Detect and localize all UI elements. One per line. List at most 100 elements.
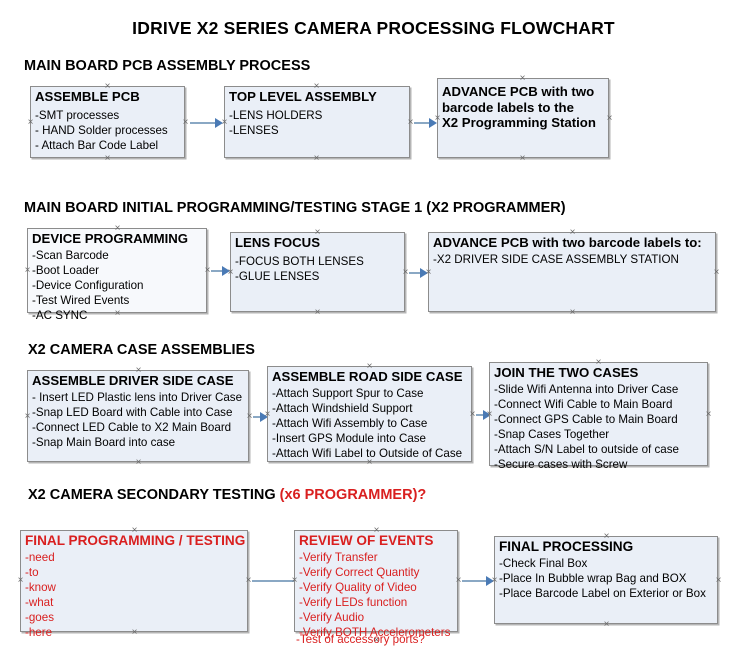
node-line: -goes [25, 611, 55, 625]
connection-handle-icon[interactable]: × [519, 73, 526, 84]
connection-handle-icon[interactable]: × [131, 627, 138, 638]
node-device-programming[interactable]: DEVICE PROGRAMMING -Scan Barcode -Boot L… [27, 228, 207, 322]
connection-handle-icon[interactable]: × [491, 575, 498, 586]
node-line: -FOCUS BOTH LENSES [235, 254, 364, 268]
node-assemble-driver-side-case[interactable]: ASSEMBLE DRIVER SIDE CASE - Insert LED P… [27, 370, 249, 462]
node-title: REVIEW OF EVENTS [299, 533, 434, 548]
node-title: TOP LEVEL ASSEMBLY [229, 89, 377, 104]
connection-handle-icon[interactable]: × [595, 461, 602, 472]
node-line: -GLUE LENSES [235, 269, 320, 283]
connection-handle-icon[interactable]: × [715, 575, 722, 586]
connection-handle-icon[interactable]: × [486, 409, 493, 420]
connection-handle-icon[interactable]: × [227, 267, 234, 278]
connection-handle-icon[interactable]: × [705, 409, 712, 420]
connection-handle-icon[interactable]: × [246, 411, 253, 422]
connector-line [253, 416, 263, 418]
connector-line [211, 270, 225, 272]
node-advance-pcb-stage2[interactable]: ADVANCE PCB with two barcode labels to: … [428, 232, 716, 312]
connection-handle-icon[interactable]: × [434, 113, 441, 124]
node-title: ASSEMBLE DRIVER SIDE CASE [32, 373, 234, 388]
node-line: -Connect GPS Cable to Main Board [494, 412, 678, 426]
node-review-of-events[interactable]: REVIEW OF EVENTS -Verify Transfer -Verif… [294, 530, 458, 639]
connection-handle-icon[interactable]: × [314, 307, 321, 318]
node-line: -Verify Transfer [299, 551, 378, 565]
arrow-head-icon [215, 118, 223, 128]
connection-handle-icon[interactable]: × [114, 223, 121, 234]
node-assemble-pcb[interactable]: ASSEMBLE PCB -SMT processes - HAND Solde… [30, 86, 185, 158]
node-title: FINAL PROGRAMMING / TESTING [25, 533, 246, 548]
connection-handle-icon[interactable]: × [24, 265, 31, 276]
connection-handle-icon[interactable]: × [104, 153, 111, 164]
connection-handle-icon[interactable]: × [373, 635, 380, 646]
node-line: -Snap LED Board with Cable into Case [32, 405, 233, 419]
connection-handle-icon[interactable]: × [135, 365, 142, 376]
connection-handle-icon[interactable]: × [373, 525, 380, 536]
connection-handle-icon[interactable]: × [291, 575, 298, 586]
node-assemble-road-side-case[interactable]: ASSEMBLE ROAD SIDE CASE -Attach Support … [267, 366, 472, 462]
connection-handle-icon[interactable]: × [366, 361, 373, 372]
connection-handle-icon[interactable]: × [131, 525, 138, 536]
connection-handle-icon[interactable]: × [603, 619, 610, 630]
node-join-the-two-cases[interactable]: JOIN THE TWO CASES -Slide Wifi Antenna i… [489, 362, 708, 471]
node-line: -Verify Audio [299, 611, 365, 625]
connector-line [252, 580, 294, 582]
connection-handle-icon[interactable]: × [606, 113, 613, 124]
connection-handle-icon[interactable]: × [314, 227, 321, 238]
node-line: -Attach Windshield Support [272, 401, 413, 415]
connection-handle-icon[interactable]: × [603, 531, 610, 542]
connection-handle-icon[interactable]: × [135, 457, 142, 468]
arrow-head-icon [486, 576, 494, 586]
node-title: ASSEMBLE PCB [35, 89, 140, 104]
node-advance-pcb-stage1[interactable]: ADVANCE PCB with two barcode labels to t… [437, 78, 609, 158]
connection-handle-icon[interactable]: × [569, 307, 576, 318]
node-final-processing[interactable]: FINAL PROCESSING -Check Final Box -Place… [494, 536, 718, 624]
connection-handle-icon[interactable]: × [104, 81, 111, 92]
node-line: -Boot Loader [32, 263, 100, 277]
connection-handle-icon[interactable]: × [425, 267, 432, 278]
node-title: ADVANCE PCB with two [442, 84, 595, 99]
node-line: -Place Barcode Label on Exterior or Box [499, 587, 706, 601]
node-title: JOIN THE TWO CASES [494, 365, 639, 380]
connection-handle-icon[interactable]: × [519, 153, 526, 164]
connection-handle-icon[interactable]: × [313, 81, 320, 92]
node-line: -Check Final Box [499, 557, 588, 571]
node-line: -Place In Bubble wrap Bag and BOX [499, 572, 687, 586]
section-heading-2: MAIN BOARD INITIAL PROGRAMMING/TESTING S… [24, 200, 566, 216]
node-line: - Attach Bar Code Label [35, 138, 159, 152]
node-title: DEVICE PROGRAMMING [32, 231, 189, 246]
connection-handle-icon[interactable]: × [402, 267, 409, 278]
node-line: -Device Configuration [32, 278, 144, 292]
arrow-head-icon [260, 412, 268, 422]
connection-handle-icon[interactable]: × [595, 357, 602, 368]
node-line: -know [25, 581, 56, 595]
connection-handle-icon[interactable]: × [569, 227, 576, 238]
connection-handle-icon[interactable]: × [313, 153, 320, 164]
connection-handle-icon[interactable]: × [221, 117, 228, 128]
connection-handle-icon[interactable]: × [264, 409, 271, 420]
node-line: -Attach S/N Label to outside of case [494, 442, 679, 456]
connection-handle-icon[interactable]: × [469, 409, 476, 420]
connection-handle-icon[interactable]: × [407, 117, 414, 128]
connection-handle-icon[interactable]: × [204, 265, 211, 276]
connection-handle-icon[interactable]: × [713, 267, 720, 278]
connection-handle-icon[interactable]: × [24, 411, 31, 422]
node-title: LENS FOCUS [235, 235, 320, 250]
connection-handle-icon[interactable]: × [366, 457, 373, 468]
node-line: -Snap Cases Together [494, 427, 610, 441]
connection-handle-icon[interactable]: × [17, 575, 24, 586]
node-line: -X2 DRIVER SIDE CASE ASSEMBLY STATION [433, 252, 679, 266]
connection-handle-icon[interactable]: × [182, 117, 189, 128]
node-top-level-assembly[interactable]: TOP LEVEL ASSEMBLY -LENS HOLDERS -LENSES [224, 86, 410, 158]
node-overflow-line: -Test of accessory ports? [296, 633, 425, 646]
node-line: - Insert LED Plastic lens into Driver Ca… [32, 390, 243, 404]
arrow-head-icon [222, 266, 230, 276]
connector-line [414, 122, 431, 124]
node-lens-focus[interactable]: LENS FOCUS -FOCUS BOTH LENSES -GLUE LENS… [230, 232, 405, 312]
arrow-head-icon [429, 118, 437, 128]
connection-handle-icon[interactable]: × [27, 117, 34, 128]
node-final-programming-testing[interactable]: FINAL PROGRAMMING / TESTING -need -to -k… [20, 530, 248, 639]
connection-handle-icon[interactable]: × [455, 575, 462, 586]
connection-handle-icon[interactable]: × [114, 308, 121, 319]
connection-handle-icon[interactable]: × [245, 575, 252, 586]
node-line: -what [25, 596, 54, 610]
